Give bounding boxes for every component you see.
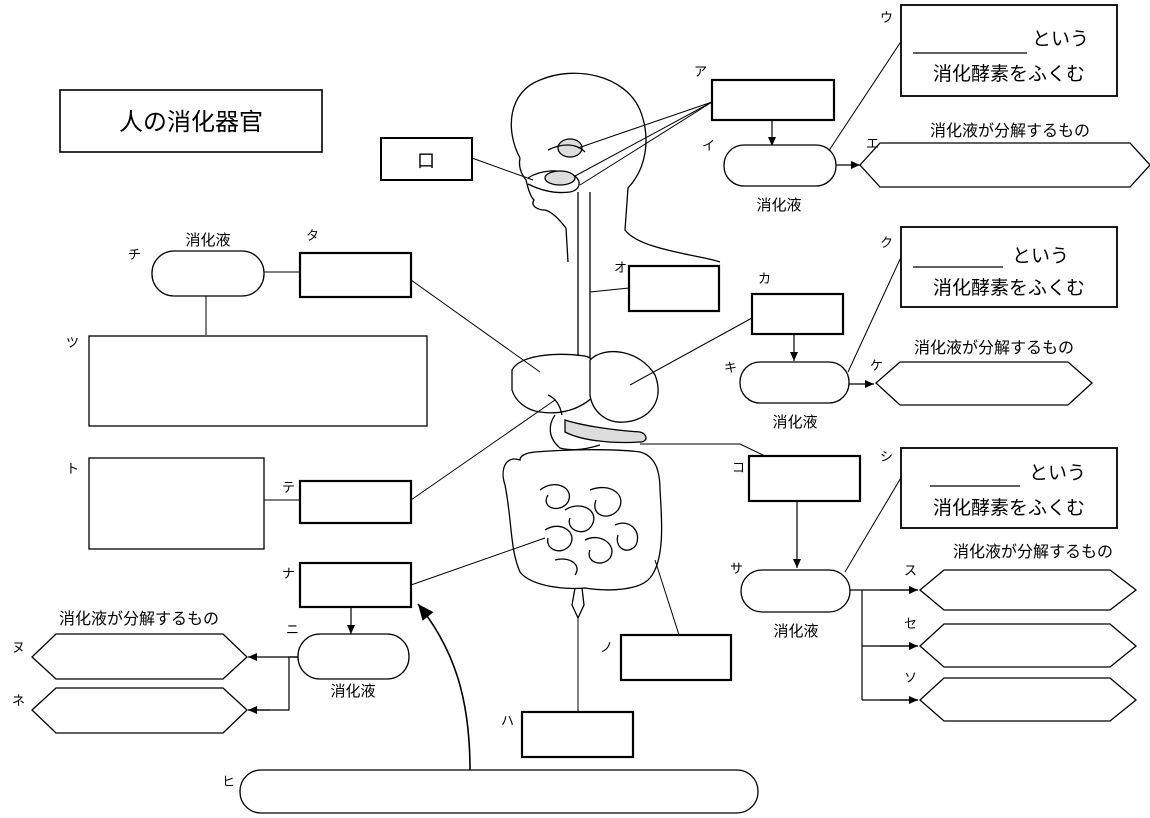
- enzyme-shi-2: 消化酵素をふくむ: [933, 497, 1085, 519]
- hex-e: [859, 142, 1150, 188]
- decomposes-sa: 消化液が分解するもの: [953, 542, 1113, 561]
- marker-ki: キ: [724, 361, 737, 376]
- face-outline: [518, 157, 567, 229]
- pill-hi: [239, 769, 759, 814]
- pill-ni: [297, 633, 410, 680]
- pill-i: [723, 144, 837, 187]
- enzyme-u-2: 消化酵素をふくむ: [933, 63, 1085, 85]
- marker-chi: チ: [128, 248, 141, 263]
- juice-caption-chi: 消化液: [185, 231, 230, 249]
- hex-ne: [31, 687, 248, 734]
- liver: [511, 353, 601, 414]
- juice-caption-ki: 消化液: [772, 413, 817, 431]
- title-box: [59, 89, 323, 153]
- box-no: [619, 633, 733, 682]
- decomposes-nu: 消化液が分解するもの: [59, 609, 219, 628]
- marker-so: ソ: [904, 671, 917, 686]
- mouth-label: 口: [417, 151, 435, 172]
- juice-caption-ni: 消化液: [330, 682, 375, 700]
- enzyme-ku-2: 消化酵素をふくむ: [933, 277, 1085, 299]
- marker-shi: シ: [880, 450, 893, 465]
- hex-ke: [875, 361, 1093, 406]
- pill-sa: [740, 569, 851, 613]
- marker-a: ア: [694, 65, 707, 80]
- marker-su: ス: [904, 564, 917, 579]
- sublingual-gland: [544, 170, 576, 186]
- marker-se: セ: [904, 617, 917, 632]
- arrows: [248, 120, 918, 771]
- box-u: [900, 4, 1118, 97]
- parotid-gland: [557, 138, 583, 158]
- box-o: [627, 264, 721, 313]
- large-intestine: [502, 449, 663, 591]
- marker-u: ウ: [880, 11, 893, 26]
- head-outline: [510, 72, 721, 263]
- esophagus: [577, 192, 591, 360]
- marker-e: エ: [866, 137, 879, 152]
- pancreas: [564, 419, 647, 444]
- box-a: [710, 78, 836, 122]
- marker-ta: タ: [306, 229, 319, 244]
- leader-lines: [205, 39, 903, 712]
- box-ko: [747, 454, 862, 503]
- juice-caption-sa: 消化液: [773, 622, 818, 640]
- marker-to: ト: [66, 462, 79, 477]
- answer-boxes: [31, 4, 1150, 814]
- box-shi: [900, 447, 1118, 529]
- marker-ke: ケ: [870, 359, 883, 374]
- pill-chi: [151, 250, 265, 297]
- box-ka: [750, 292, 845, 336]
- pill-ki: [739, 361, 850, 404]
- small-intestine: [539, 484, 639, 576]
- box-kuchi: [380, 137, 473, 181]
- marker-hi: ヒ: [222, 775, 235, 790]
- enzyme-ku-1: という: [1012, 245, 1069, 267]
- body-illustration: [502, 72, 721, 620]
- decomposes-e: 消化液が分解するもの: [930, 121, 1090, 140]
- enzyme-u-1: という: [1032, 28, 1089, 50]
- box-ha: [520, 710, 635, 759]
- marker-na: ナ: [282, 567, 295, 582]
- enzyme-shi-1: という: [1029, 462, 1086, 484]
- decomposes-ke: 消化液が分解するもの: [914, 338, 1074, 357]
- box-tsu: [88, 335, 428, 427]
- marker-ne: ネ: [12, 694, 25, 709]
- juice-caption-i: 消化液: [756, 196, 801, 214]
- page-title: 人の消化器官: [119, 108, 263, 136]
- hex-nu: [31, 633, 248, 680]
- marker-ko: コ: [732, 461, 745, 476]
- oral-cavity: [527, 170, 580, 194]
- rectum: [571, 587, 585, 620]
- marker-ha: ハ: [501, 714, 514, 729]
- stomach: [589, 350, 659, 423]
- marker-te: テ: [282, 481, 295, 496]
- hex-se: [919, 623, 1138, 668]
- marker-no: ノ: [600, 641, 613, 656]
- box-te: [298, 479, 413, 525]
- marker-sa: サ: [730, 562, 743, 577]
- blank-lines: [913, 52, 1027, 487]
- marker-i: イ: [702, 139, 715, 154]
- hex-so: [919, 677, 1138, 722]
- marker-nu: ヌ: [12, 641, 25, 656]
- marker-tsu: ツ: [66, 336, 79, 351]
- box-to: [88, 457, 265, 550]
- marker-ku: ク: [880, 236, 893, 251]
- marker-ka: カ: [758, 272, 771, 287]
- marker-o: オ: [614, 261, 627, 276]
- hex-su: [918, 569, 1138, 611]
- box-na: [298, 561, 413, 609]
- marker-ni: ニ: [286, 623, 299, 638]
- box-ta: [298, 251, 413, 299]
